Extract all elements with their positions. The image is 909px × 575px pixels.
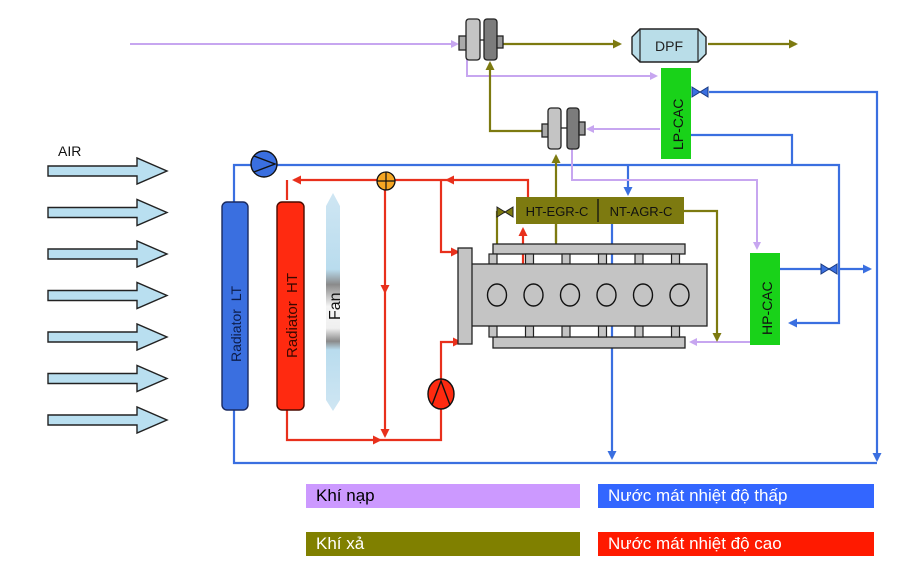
manifold-runner — [488, 325, 498, 338]
air-flow-arrow — [47, 198, 169, 227]
air-flow-arrow — [47, 364, 169, 393]
manifold-runner — [634, 253, 644, 265]
intake-line-to-hp-cac — [571, 148, 761, 250]
legend-high-temp-coolant: Nước mát nhiệt độ cao — [598, 532, 874, 556]
radiator-ht: Radiator HT — [276, 201, 305, 411]
fan-label: Fan — [327, 292, 344, 320]
legend-intake-air-label: Khí nạp — [316, 486, 375, 505]
air-flow-arrow — [47, 239, 169, 269]
hp-cac-label: HP-CAC — [759, 281, 775, 335]
hp-turbine — [547, 107, 562, 150]
ht-line-from-egr — [445, 175, 530, 197]
lt-line-radiator-to-pump — [232, 163, 252, 202]
engine — [457, 243, 708, 349]
legend-low-temp-coolant-label: Nước mát nhiệt độ thấp — [608, 486, 788, 505]
lp-compressor — [465, 18, 481, 61]
legend-high-temp-coolant-label: Nước mát nhiệt độ cao — [608, 534, 782, 553]
manifold-runner — [670, 253, 681, 265]
air-label: AIR — [58, 143, 81, 159]
egr-valve-icon — [496, 206, 514, 218]
hp-cac: HP-CAC — [750, 253, 780, 345]
engine-cylinder — [523, 283, 544, 307]
radiator-ht-label: Radiator HT — [284, 273, 301, 358]
manifold-runner — [561, 325, 571, 338]
lp-turbine-outlet — [496, 35, 504, 49]
lp-turbine — [483, 18, 498, 61]
engine-flywheel-housing — [457, 247, 473, 345]
air-flow-arrow — [47, 405, 169, 435]
legend-low-temp-coolant: Nước mát nhiệt độ thấp — [598, 484, 874, 508]
lp-cac: LP-CAC — [661, 68, 691, 159]
hp-turbocharger — [541, 107, 586, 150]
intake-air-lines — [130, 40, 761, 346]
manifold-runner — [524, 325, 535, 338]
lt-line-bottom-return — [232, 410, 877, 465]
engine-cylinder — [632, 283, 654, 307]
manifold-runner — [524, 253, 535, 265]
lp-cac-valve-icon — [691, 86, 709, 98]
intake-manifold-top — [492, 243, 686, 255]
air-arrows — [47, 156, 169, 435]
engine-cylinders — [486, 283, 690, 307]
manifold-runner — [597, 253, 608, 265]
ht-line-pump-to-engine — [439, 337, 462, 380]
hp-compressor — [566, 107, 580, 150]
intake-line-to-lp-cac — [466, 58, 658, 80]
legend-exhaust: Khí xả — [306, 532, 580, 556]
high-temp-coolant-lines — [285, 175, 530, 445]
manifold-runner — [561, 253, 571, 265]
manifold-runner — [634, 325, 644, 338]
dpf-label: DPF — [655, 38, 683, 54]
exhaust-line-egr-valve — [495, 210, 505, 245]
air-flow-arrow — [47, 281, 169, 310]
ht-line-radiator-outlet — [285, 410, 382, 445]
thermostat-icon — [376, 171, 396, 191]
engine-cylinder — [669, 283, 690, 307]
ht-line-to-engine — [439, 180, 460, 257]
ht-egr-c-label: HT-EGR-C — [526, 204, 589, 219]
radiator-lt-label: Radiator LT — [228, 286, 244, 362]
air-flow-arrow — [47, 156, 169, 186]
exhaust-manifold-bottom — [492, 336, 686, 349]
legend-exhaust-label: Khí xả — [316, 534, 365, 553]
nt-agr-c-label: NT-AGR-C — [610, 204, 673, 219]
hp-cac-valve-icon — [820, 263, 838, 275]
manifold-runner — [488, 253, 498, 265]
engine-cylinder — [559, 283, 581, 307]
manifold-runner — [597, 325, 608, 338]
ht-pump-icon — [427, 378, 455, 410]
engine-cylinder — [486, 283, 508, 307]
lp-cac-label: LP-CAC — [670, 99, 686, 150]
lt-pump-icon — [250, 150, 278, 178]
radiator-lt: Radiator LT — [221, 201, 249, 411]
legend-intake-air: Khí nạp — [306, 484, 580, 508]
dpf: DPF — [631, 28, 707, 63]
egr-agr-cooler: HT-EGR-C NT-AGR-C — [516, 197, 684, 224]
lt-line-outer-right — [709, 90, 882, 462]
engine-block — [470, 263, 708, 327]
ht-line-to-pump — [380, 408, 443, 442]
lp-turbocharger — [458, 18, 504, 61]
engine-cylinder — [596, 283, 617, 307]
air-flow-arrow — [47, 322, 169, 352]
exhaust-line-hp-to-lp-turbine — [485, 61, 542, 133]
fan: Fan — [326, 193, 344, 411]
hp-compressor-outlet — [578, 121, 586, 136]
lt-line-to-hp-cac — [788, 163, 841, 328]
lt-line-from-lp-cac — [690, 133, 794, 165]
exhaust-line-agr-to-intake — [684, 209, 722, 342]
manifold-runner — [670, 325, 681, 338]
